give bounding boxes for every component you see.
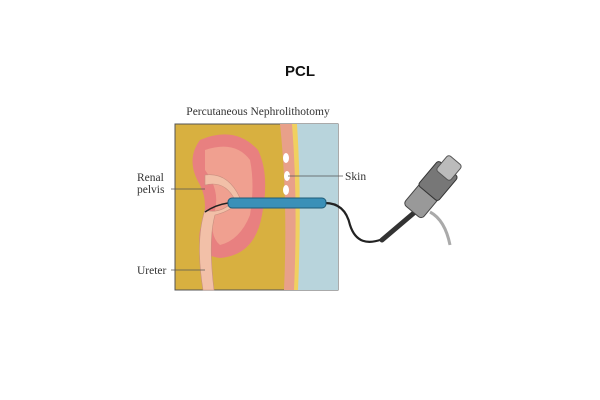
illustration-heading: Percutaneous Nephrolithotomy (186, 106, 330, 118)
label-skin: Skin (345, 171, 366, 183)
scope-cable (324, 201, 386, 243)
slide-title: PCL (285, 63, 315, 80)
label-pelvis: pelvis (137, 184, 165, 196)
access-sheath (227, 197, 327, 209)
label-renal: Renal (137, 172, 164, 184)
label-ureter: Ureter (137, 265, 167, 277)
nephroscope (379, 155, 462, 246)
